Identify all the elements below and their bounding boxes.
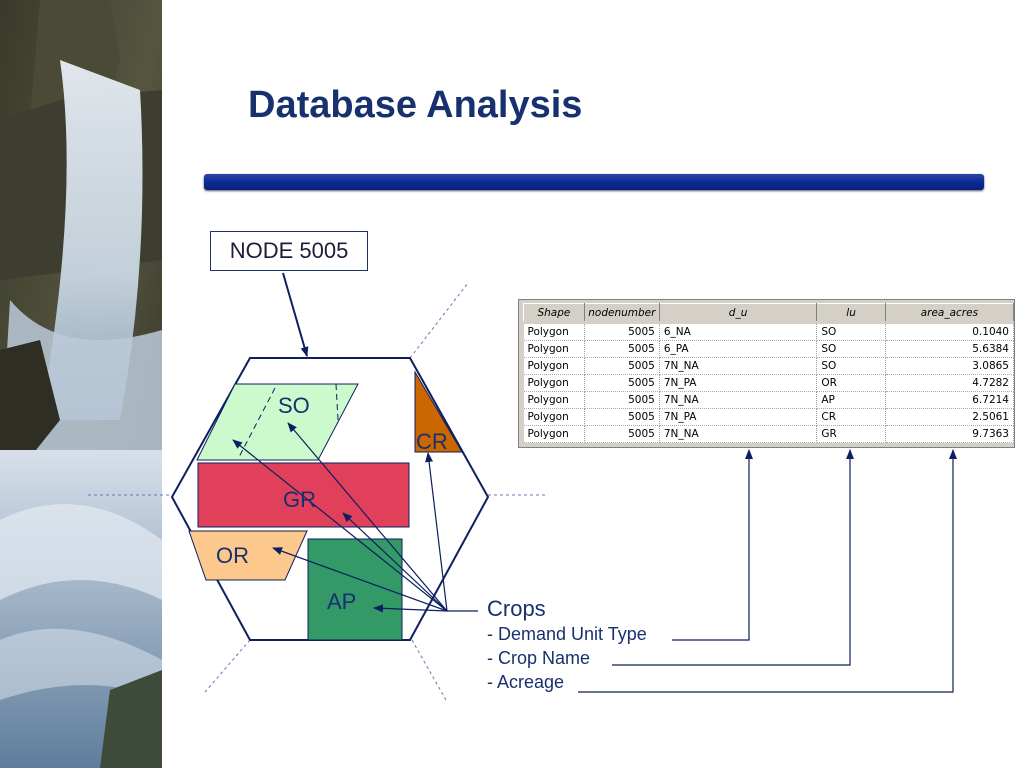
table-header-row: Shape nodenumber d_u lu area_acres [523, 303, 1015, 323]
cell-lu: CR [816, 408, 886, 426]
table-connector-arrows [578, 449, 957, 693]
cell-du: 7N_PA [659, 408, 818, 426]
column-header-du[interactable]: d_u [658, 303, 818, 323]
cr-label: CR [416, 429, 448, 454]
cell-area: 9.7363 [885, 425, 1015, 443]
or-label: OR [216, 543, 249, 568]
cell-area: 2.5061 [885, 408, 1015, 426]
cell-du: 7N_NA [659, 391, 818, 409]
cell-nodenumber: 5005 [584, 408, 660, 426]
crops-legend: Crops - Demand Unit Type - Crop Name - A… [487, 596, 647, 694]
cell-nodenumber: 5005 [584, 391, 660, 409]
legend-heading: Crops [487, 596, 546, 621]
cell-lu: SO [816, 321, 886, 341]
table-row[interactable]: Polygon 5005 7N_PA OR 4.7282 [523, 374, 1015, 392]
cell-lu: OR [816, 374, 886, 392]
table-row[interactable]: Polygon 5005 6_NA SO 0.1040 [523, 321, 1015, 341]
cr-polygon [414, 370, 463, 453]
cell-lu: AP [816, 391, 886, 409]
ap-label: AP [327, 589, 357, 614]
cell-area: 6.7214 [885, 391, 1015, 409]
attribute-table-window: Shape nodenumber d_u lu area_acres Polyg… [518, 299, 1015, 448]
table-row[interactable]: Polygon 5005 7N_NA GR 9.7363 [523, 425, 1015, 443]
cell-lu: SO [816, 357, 886, 375]
cell-du: 7N_PA [659, 374, 818, 392]
cell-area: 3.0865 [885, 357, 1015, 375]
table-row[interactable]: Polygon 5005 7N_NA AP 6.7214 [523, 391, 1015, 409]
cell-area: 0.1040 [885, 321, 1015, 341]
column-header-shape[interactable]: Shape [523, 303, 585, 323]
cell-nodenumber: 5005 [584, 321, 660, 341]
cell-nodenumber: 5005 [584, 425, 660, 443]
cell-lu: GR [816, 425, 886, 443]
column-header-area[interactable]: area_acres [884, 303, 1015, 323]
cell-du: 6_PA [659, 340, 818, 358]
so-label: SO [278, 393, 310, 418]
gr-label: GR [283, 487, 316, 512]
slide-title: Database Analysis [248, 84, 583, 126]
crop-arrows [232, 422, 478, 613]
cell-nodenumber: 5005 [584, 357, 660, 375]
cell-lu: SO [816, 340, 886, 358]
cell-shape: Polygon [523, 408, 585, 426]
table-row[interactable]: Polygon 5005 7N_PA CR 2.5061 [523, 408, 1015, 426]
table-row[interactable]: Polygon 5005 6_PA SO 5.6384 [523, 340, 1015, 358]
or-polygon [188, 530, 308, 581]
cell-nodenumber: 5005 [584, 374, 660, 392]
gr-polygon [197, 462, 410, 528]
cell-area: 4.7282 [885, 374, 1015, 392]
node-pointer-arrow [282, 272, 309, 357]
cell-du: 6_NA [659, 321, 818, 341]
attribute-table: Shape nodenumber d_u lu area_acres Polyg… [523, 303, 1015, 443]
cell-shape: Polygon [523, 340, 585, 358]
legend-crop-name: - Crop Name [487, 648, 591, 668]
node-label: NODE 5005 [229, 238, 349, 263]
column-header-lu[interactable]: lu [816, 303, 886, 323]
cell-nodenumber: 5005 [584, 340, 660, 358]
node-label-box: NODE 5005 [210, 231, 368, 271]
table-row[interactable]: Polygon 5005 7N_NA SO 3.0865 [523, 357, 1015, 375]
title-underline-bar [204, 174, 984, 190]
waterfall-photo [0, 0, 162, 768]
dashed-guides [88, 282, 548, 701]
cell-shape: Polygon [523, 374, 585, 392]
legend-demand-unit: - Demand Unit Type [487, 624, 647, 644]
column-header-nodenumber[interactable]: nodenumber [583, 303, 660, 323]
cell-shape: Polygon [523, 425, 585, 443]
cell-shape: Polygon [523, 321, 585, 341]
legend-acreage: - Acreage [487, 672, 565, 692]
cell-shape: Polygon [523, 391, 585, 409]
cell-area: 5.6384 [885, 340, 1015, 358]
cell-shape: Polygon [523, 357, 585, 375]
cell-du: 7N_NA [659, 425, 818, 443]
cell-du: 7N_NA [659, 357, 818, 375]
